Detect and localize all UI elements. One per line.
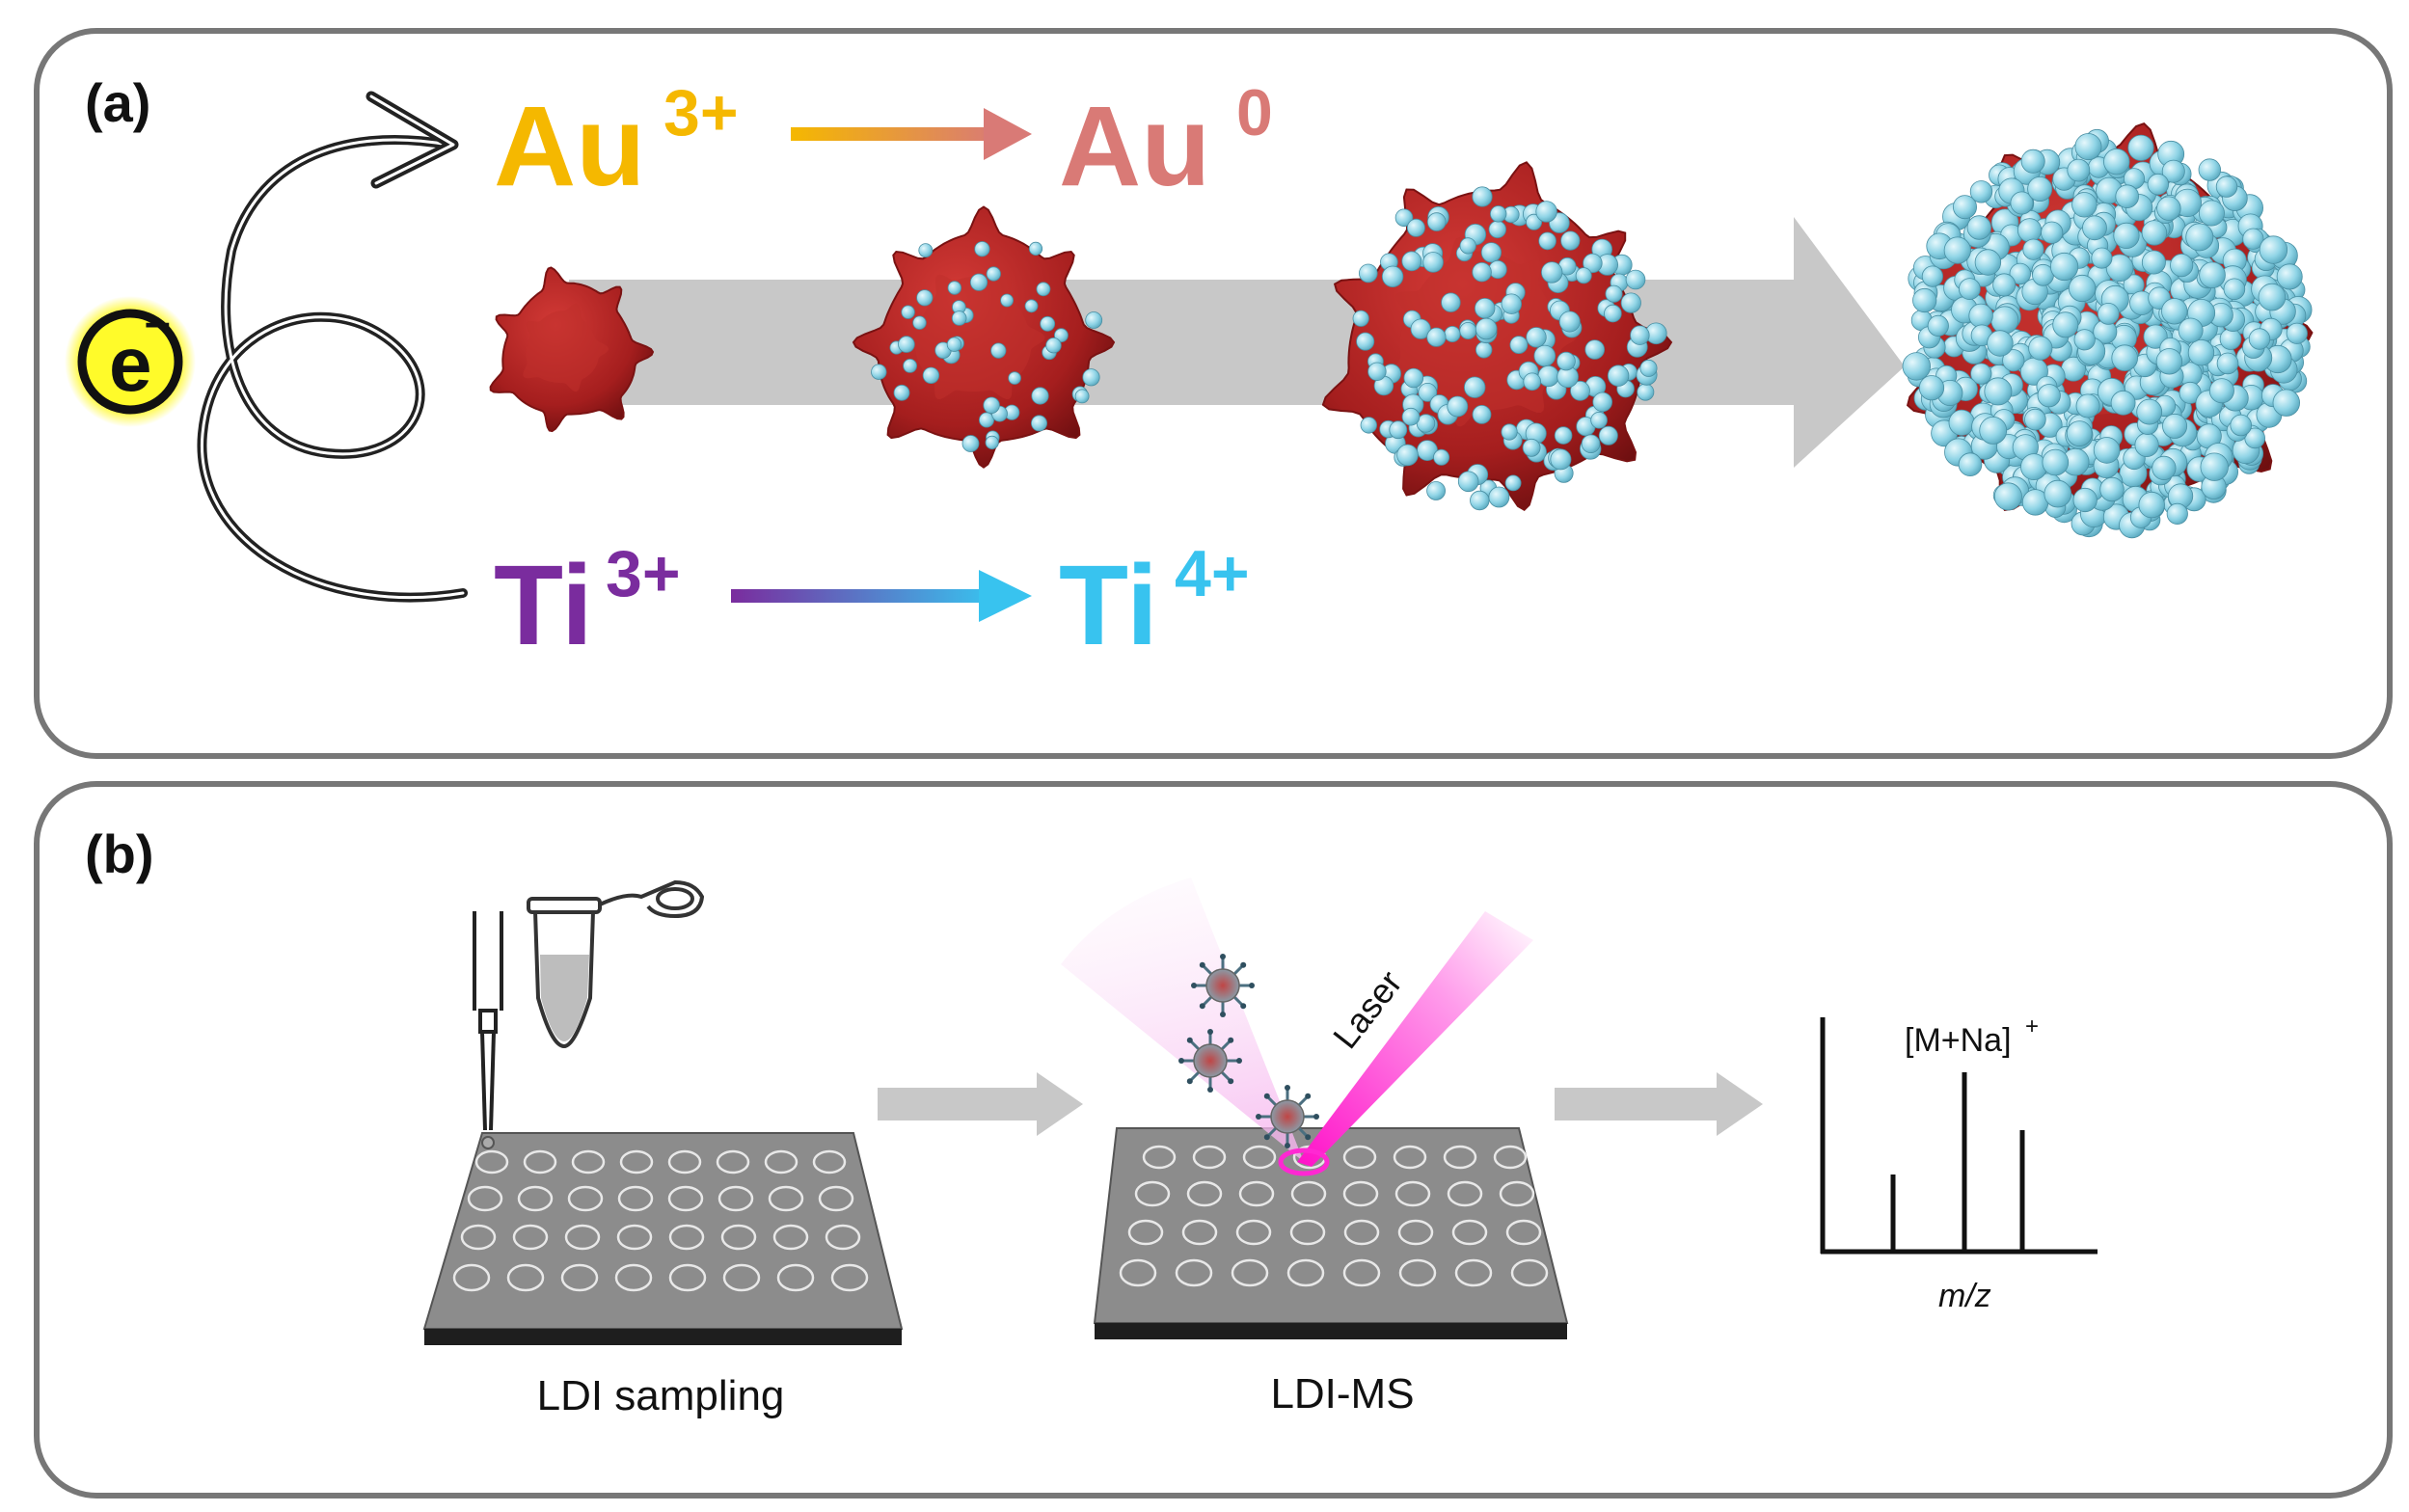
electron-transfer-arrow — [197, 91, 468, 603]
desorbed-particle-1 — [1191, 954, 1255, 1017]
gold-arrow-head — [984, 108, 1032, 160]
spectrum-axis-label: m/z — [1938, 1278, 1991, 1314]
gold-arrow-shaft — [791, 127, 998, 141]
laser-beam — [1297, 911, 1533, 1167]
gold-reactant-charge: 3+ — [663, 76, 739, 149]
desorbed-particles — [1178, 954, 1319, 1148]
electron-symbol: e — [109, 321, 152, 407]
desorbed-particle-3 — [1256, 1085, 1319, 1148]
gold-reduction: Au 3+ Au 0 — [494, 76, 1273, 210]
electron-icon: e – — [65, 296, 196, 427]
gold-product: Au — [1059, 83, 1210, 210]
spectrum-peak-label-charge: + — [2025, 1013, 2039, 1040]
particle-growth-sequence — [489, 122, 2314, 539]
caption-ldi-ms: LDI-MS — [1270, 1370, 1414, 1418]
titanium-oxidation: Ti 3+ Ti 4+ — [494, 537, 1250, 669]
titanium-product: Ti — [1059, 542, 1158, 669]
titanium-arrow-shaft — [731, 589, 993, 603]
panel-b-label: (b) — [85, 824, 154, 884]
sample-plate-2 — [1093, 1127, 1569, 1339]
caption-ldi-sampling: LDI sampling — [537, 1372, 785, 1419]
titanium-reactant: Ti — [494, 542, 593, 669]
desorption-plume — [1061, 878, 1304, 1162]
gold-particle-stage-3 — [1321, 161, 1673, 512]
spectrum-peak-label: [M+Na] — [1905, 1022, 2012, 1059]
plate-1-wells — [452, 1149, 869, 1292]
gold-reactant: Au — [494, 83, 645, 210]
gold-particle-stage-2 — [852, 205, 1116, 469]
titanium-reactant-charge: 3+ — [606, 537, 681, 610]
laser-spot — [1278, 1148, 1330, 1176]
panel-b: (b) — [34, 781, 2393, 1498]
gold-particle-stage-1 — [489, 266, 655, 433]
desorbed-particle-2 — [1178, 1029, 1242, 1093]
electron-charge: – — [145, 297, 171, 348]
gold-product-charge: 0 — [1236, 76, 1273, 149]
gold-particle-stage-4 — [1902, 122, 2314, 539]
step-arrow-2 — [1555, 1072, 1763, 1136]
microtube-icon — [527, 879, 705, 1049]
mass-spectrum — [1820, 1017, 2098, 1255]
pipette-icon — [473, 911, 503, 1149]
step-arrow-1 — [878, 1072, 1083, 1136]
panel-a-label: (a) — [85, 72, 150, 133]
panel-a: (a) e – Au 3+ Au 0 Ti 3+ — [34, 28, 2393, 759]
titanium-arrow-head — [979, 570, 1032, 622]
sample-plate-1 — [422, 1132, 904, 1345]
titanium-product-charge: 4+ — [1175, 537, 1250, 610]
